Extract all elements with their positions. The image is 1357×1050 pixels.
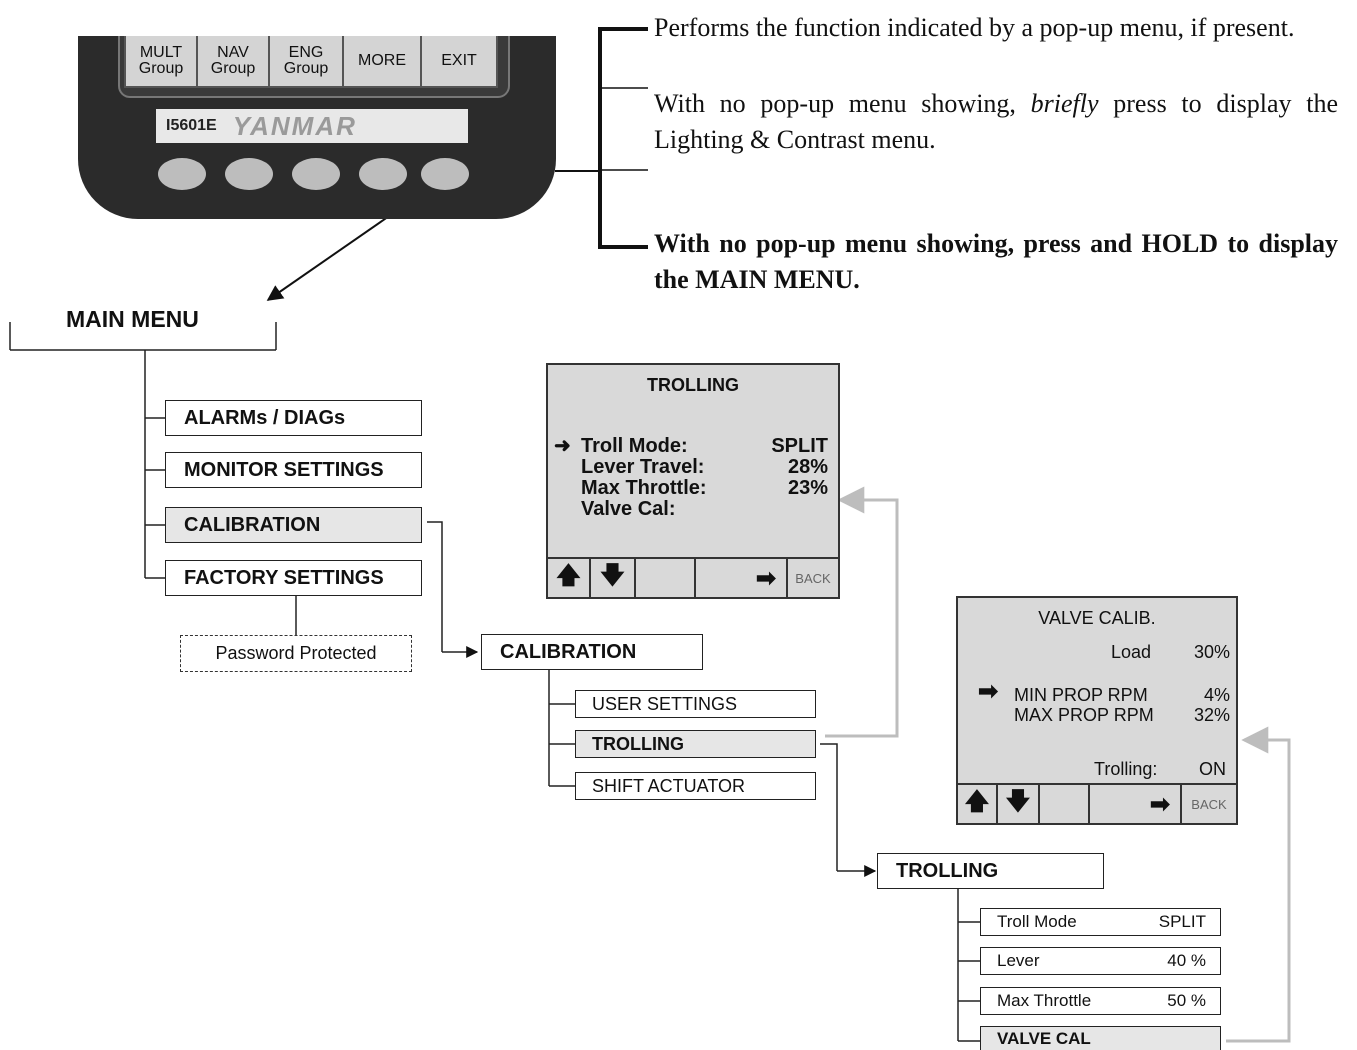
model-number: I5601E: [166, 117, 217, 135]
blank-key[interactable]: [636, 559, 696, 597]
lever-value: 40 %: [1167, 951, 1206, 971]
device-button-4[interactable]: [359, 158, 407, 190]
troll-mode-value: SPLIT: [1159, 912, 1206, 932]
brand-logo: YANMAR: [233, 111, 357, 142]
lever-travel-screen-label: Lever Travel:: [581, 456, 704, 478]
trolling-item-lever[interactable]: Lever 40 %: [980, 947, 1221, 975]
valve-pointer-arrow-icon: ➡: [978, 681, 998, 703]
exit-key[interactable]: EXIT: [420, 36, 498, 88]
mult-group-key[interactable]: MULT Group: [124, 36, 198, 88]
valve-trolling-label: Trolling:: [1094, 758, 1157, 780]
pointer-arrow-icon: ➜: [554, 435, 571, 457]
troll-mode-screen-label: Troll Mode:: [581, 435, 688, 457]
trolling-screen-keys: 🡅 🡇 ➡ BACK: [548, 557, 838, 597]
menu-item-monitor-settings[interactable]: MONITOR SETTINGS: [165, 452, 422, 488]
display-device: MULT Group NAV Group ENG Group MORE EXIT…: [78, 36, 556, 219]
callout-brief-press: With no pop-up menu showing, briefly pre…: [654, 86, 1338, 158]
callout-brief-text-a: With no pop-up menu showing,: [654, 89, 1031, 118]
password-protected-note: Password Protected: [180, 635, 412, 672]
load-label: Load: [1111, 641, 1151, 663]
cal-item-user-settings[interactable]: USER SETTINGS: [575, 690, 816, 718]
max-throttle-value: 50 %: [1167, 991, 1206, 1011]
min-prop-rpm-label: MIN PROP RPM: [1014, 684, 1148, 706]
callout-popup-function: Performs the function indicated by a pop…: [654, 10, 1338, 46]
menu-item-alarms-diags[interactable]: ALARMs / DIAGs: [165, 400, 422, 436]
eng-group-key[interactable]: ENG Group: [268, 36, 344, 88]
device-button-2[interactable]: [225, 158, 273, 190]
callout-brief-emphasis: briefly: [1031, 89, 1099, 118]
down-arrow-icon[interactable]: 🡇: [591, 559, 636, 597]
up-arrow-icon[interactable]: 🡅: [548, 559, 591, 597]
more-key[interactable]: MORE: [342, 36, 422, 88]
valve-back-key[interactable]: BACK: [1182, 785, 1236, 823]
max-throttle-screen-label: Max Throttle:: [581, 477, 707, 499]
load-value: 30%: [1194, 641, 1230, 663]
right-arrow-icon[interactable]: ➡: [696, 559, 788, 597]
lever-travel-screen-value: 28%: [788, 456, 828, 478]
callout-bracket: [598, 29, 648, 247]
menu-item-calibration[interactable]: CALIBRATION: [165, 507, 422, 543]
max-throttle-label: Max Throttle: [997, 991, 1091, 1011]
max-prop-rpm-label: MAX PROP RPM: [1014, 704, 1154, 726]
valve-blank-key[interactable]: [1040, 785, 1090, 823]
device-button-3[interactable]: [292, 158, 340, 190]
valve-screen-keys: 🡅 🡇 ➡ BACK: [958, 783, 1236, 823]
valve-right-arrow-icon[interactable]: ➡: [1090, 785, 1182, 823]
trolling-menu-title: TROLLING: [877, 853, 1104, 889]
max-prop-rpm-value: 32%: [1194, 704, 1230, 726]
back-key[interactable]: BACK: [788, 559, 838, 597]
troll-mode-label: Troll Mode: [997, 912, 1077, 932]
valve-calib-screen: VALVE CALIB. Load 30% ➡ MIN PROP RPM 4% …: [956, 596, 1238, 825]
troll-mode-screen-value: SPLIT: [771, 435, 828, 457]
trolling-screen: TROLLING ➜ Troll Mode: SPLIT Lever Trave…: [546, 363, 840, 599]
callout-press-hold: With no pop-up menu showing, press and H…: [654, 226, 1338, 298]
valve-up-arrow-icon[interactable]: 🡅: [958, 785, 998, 823]
device-button-5[interactable]: [421, 158, 469, 190]
valve-trolling-value: ON: [1199, 758, 1226, 780]
model-strip: I5601E YANMAR: [156, 109, 468, 143]
trolling-screen-title: TROLLING: [548, 375, 838, 396]
valve-down-arrow-icon[interactable]: 🡇: [998, 785, 1040, 823]
trolling-item-max-throttle[interactable]: Max Throttle 50 %: [980, 987, 1221, 1015]
cal-item-shift-actuator[interactable]: SHIFT ACTUATOR: [575, 772, 816, 800]
min-prop-rpm-value: 4%: [1204, 684, 1230, 706]
lever-label: Lever: [997, 951, 1040, 971]
valve-cal-screen-label: Valve Cal:: [581, 498, 676, 520]
trolling-item-troll-mode[interactable]: Troll Mode SPLIT: [980, 908, 1221, 936]
menu-item-factory-settings[interactable]: FACTORY SETTINGS: [165, 560, 422, 596]
nav-group-key[interactable]: NAV Group: [196, 36, 270, 88]
device-button-1[interactable]: [158, 158, 206, 190]
softkey-bar: MULT Group NAV Group ENG Group MORE EXIT: [118, 36, 510, 98]
calibration-menu-title: CALIBRATION: [481, 634, 703, 670]
valve-screen-title: VALVE CALIB.: [958, 608, 1236, 629]
valve-cal-label: VALVE CAL: [997, 1029, 1091, 1049]
max-throttle-screen-value: 23%: [788, 477, 828, 499]
trolling-item-valve-cal[interactable]: VALVE CAL: [980, 1026, 1221, 1050]
cal-item-trolling[interactable]: TROLLING: [575, 730, 816, 758]
main-menu-title: MAIN MENU: [66, 306, 199, 333]
